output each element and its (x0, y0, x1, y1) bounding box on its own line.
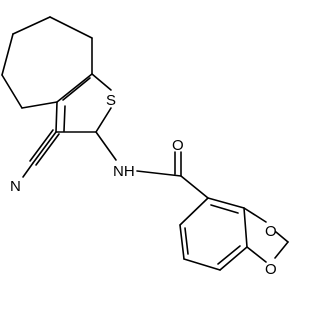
bond (62, 77, 91, 101)
bond (207, 197, 245, 209)
bond (183, 258, 221, 271)
bond (56, 73, 93, 103)
bond (63, 105, 66, 132)
bond (246, 246, 267, 263)
bond (243, 207, 267, 223)
bond (180, 175, 209, 199)
nitrile-nitrogen-label: N (10, 178, 21, 195)
bond (210, 204, 239, 214)
sulfur-atom-label: S (106, 92, 116, 109)
bond (35, 133, 60, 166)
amide-nh-label: NH (113, 163, 135, 180)
bond (12, 16, 51, 35)
carbonyl-oxygen-label: O (172, 137, 184, 154)
bond (219, 246, 248, 271)
bond (1, 33, 14, 76)
bond (274, 241, 289, 259)
bond (217, 245, 241, 265)
bonds (1, 16, 289, 271)
dioxole-oxygen-lower-label: O (265, 261, 277, 278)
bond (184, 227, 189, 255)
bond (1, 74, 23, 109)
bond (21, 101, 58, 109)
bond (22, 162, 34, 178)
bond (95, 131, 117, 161)
bond (91, 73, 112, 91)
bond (95, 107, 112, 133)
bond (49, 16, 93, 39)
bond (179, 197, 209, 226)
molecule-drawing: S N NH O O O (1, 16, 289, 278)
bond (29, 129, 54, 162)
bond (243, 207, 248, 248)
bond (179, 224, 185, 260)
bond (275, 231, 289, 243)
bond (136, 170, 182, 177)
structure-canvas: S N NH O O O (1, 16, 289, 278)
bond (32, 131, 57, 164)
atom-labels: S N NH O O O (10, 92, 277, 278)
bond (55, 101, 58, 133)
dioxole-oxygen-upper-label: O (265, 223, 277, 240)
